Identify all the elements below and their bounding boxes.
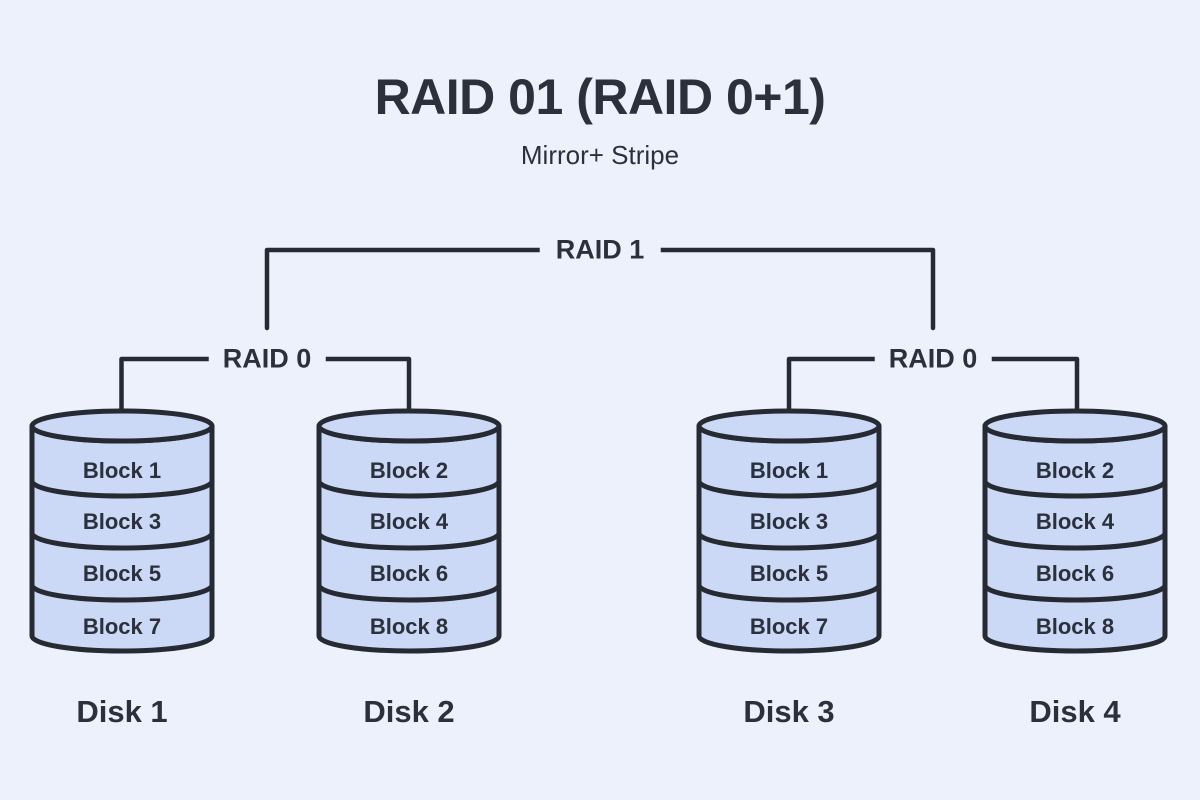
disk-cylinder-icon: [696, 408, 882, 654]
cylinder-divider-arc: [29, 582, 215, 603]
block-label: Block 5: [749, 561, 829, 586]
block-label: Block 1: [82, 458, 162, 483]
page-title: RAID 01 (RAID 0+1): [374, 69, 826, 125]
cylinder-divider-arc: [316, 582, 502, 603]
cylinder-divider-arc: [696, 582, 882, 603]
cylinder-top-ellipse: [316, 408, 502, 444]
cylinder-divider-arc: [316, 478, 502, 499]
block-label: Block 8: [1035, 614, 1115, 639]
block-label: Block 2: [369, 458, 449, 483]
disk-4: Block 2 Block 4 Block 6 Block 8 Disk 4: [980, 406, 1170, 746]
disk-2: Block 2 Block 4 Block 6 Block 8 Disk 2: [314, 406, 504, 746]
page-subtitle: Mirror+ Stripe: [520, 140, 680, 170]
disk-name-label: Disk 1: [76, 694, 168, 729]
block-label: Block 6: [369, 561, 449, 586]
disk-cylinder-icon: [316, 408, 502, 654]
block-label: Block 6: [1035, 561, 1115, 586]
cylinder-divider-arc: [982, 530, 1168, 551]
raid1-node-label: RAID 1: [539, 232, 661, 268]
cylinder-top-ellipse: [982, 408, 1168, 444]
raid0-left-node-label: RAID 0: [208, 341, 326, 377]
cylinder-top-ellipse: [29, 408, 215, 444]
block-label: Block 1: [749, 458, 829, 483]
cylinder-divider-arc: [316, 530, 502, 551]
cylinder-divider-arc: [982, 582, 1168, 603]
block-label: Block 4: [369, 509, 449, 534]
disk-3: Block 1 Block 3 Block 5 Block 7 Disk 3: [694, 406, 884, 746]
disk-cylinder-icon: [29, 408, 215, 654]
disk-1: Block 1 Block 3 Block 5 Block 7 Disk 1: [27, 406, 217, 746]
cylinder-divider-arc: [982, 478, 1168, 499]
disk-name-label: Disk 3: [743, 694, 835, 729]
block-label: Block 4: [1035, 509, 1115, 534]
cylinder-divider-arc: [696, 530, 882, 551]
disk-name-label: Disk 2: [363, 694, 455, 729]
cylinder-divider-arc: [29, 530, 215, 551]
block-label: Block 5: [82, 561, 162, 586]
cylinder-divider-arc: [696, 478, 882, 499]
raid0-right-node-label: RAID 0: [874, 341, 992, 377]
cylinder-top-ellipse: [696, 408, 882, 444]
block-label: Block 8: [369, 614, 449, 639]
block-label: Block 7: [749, 614, 829, 639]
block-label: Block 3: [82, 509, 162, 534]
block-label: Block 3: [749, 509, 829, 534]
disk-name-label: Disk 4: [1029, 694, 1121, 729]
block-label: Block 7: [82, 614, 162, 639]
disk-cylinder-icon: [982, 408, 1168, 654]
cylinder-divider-arc: [29, 478, 215, 499]
block-label: Block 2: [1035, 458, 1115, 483]
